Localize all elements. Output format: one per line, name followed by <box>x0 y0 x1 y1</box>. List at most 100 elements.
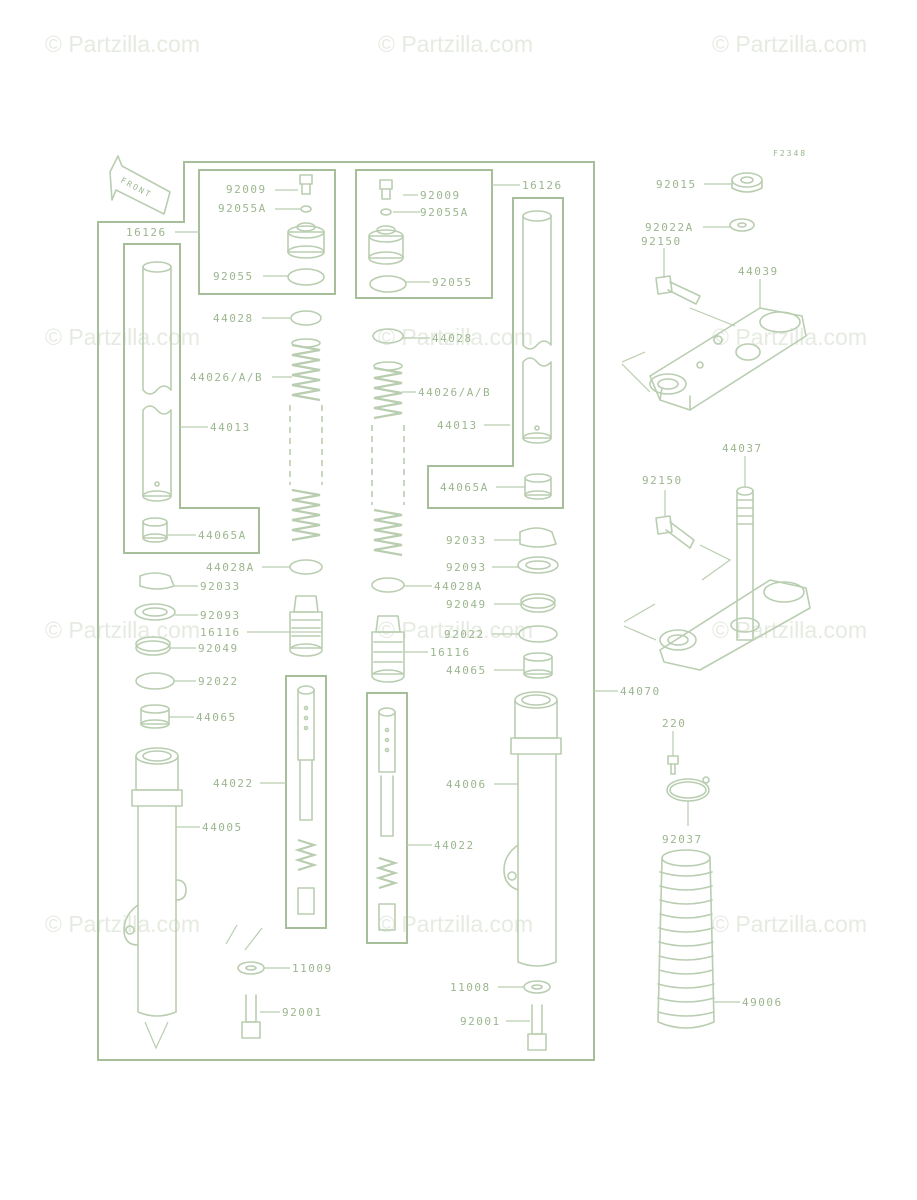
clip-92033-right <box>519 527 557 548</box>
washer-92022A <box>729 218 755 232</box>
label-44022-right: 44022 <box>434 839 475 852</box>
outer-tube-44005 <box>123 747 187 1017</box>
washer-11009 <box>237 961 265 975</box>
fork-assembly-frame <box>97 161 595 1061</box>
label-44013-right: 44013 <box>437 419 478 432</box>
label-92033-left: 92033 <box>200 580 241 593</box>
inner-tube-44013-left <box>142 261 172 502</box>
label-44039: 44039 <box>738 265 779 278</box>
label-92037: 92037 <box>662 833 703 846</box>
label-92009-left: 92009 <box>226 183 267 196</box>
label-16116-right: 16116 <box>430 646 471 659</box>
left-tube-group-box <box>123 243 260 554</box>
fork-cap-right <box>368 225 404 265</box>
bushing-44065A-left <box>142 517 168 543</box>
watermark: © Partzilla.com <box>45 31 200 57</box>
spring-seat-44028A-right <box>371 577 405 593</box>
label-92049-left: 92049 <box>198 642 239 655</box>
label-44028-left: 44028 <box>213 312 254 325</box>
nut-92015 <box>731 172 763 193</box>
cartridge-16116-right <box>371 615 405 683</box>
oring-92055A-left <box>300 205 312 213</box>
label-92022A: 92022A <box>645 221 694 234</box>
bolt-92150-top <box>655 275 701 305</box>
outer-tube-44006 <box>503 691 562 967</box>
spring-seat-44028-right <box>372 328 404 344</box>
watermarks: © Partzilla.com © Partzilla.com © Partzi… <box>45 31 867 937</box>
diagram-code: F2348 <box>773 149 807 158</box>
screw-220 <box>667 755 679 775</box>
part-labels: 16126 92009 92055A 92055 92009 92055A 92… <box>126 178 781 1028</box>
label-11008: 11008 <box>450 981 491 994</box>
watermark: © Partzilla.com <box>712 31 867 57</box>
bolt-92001-left <box>241 994 261 1039</box>
watermark: © Partzilla.com <box>378 324 533 350</box>
right-cap-group-box <box>355 169 493 299</box>
label-44065-right: 44065 <box>446 664 487 677</box>
leader-44037-left <box>623 603 657 641</box>
label-92009-right: 92009 <box>420 189 461 202</box>
oring-92055-right <box>369 275 407 293</box>
front-arrow-icon: FRONT <box>109 155 171 215</box>
leader-44039-left <box>621 351 651 393</box>
label-44026-right: 44026/A/B <box>418 386 491 399</box>
label-44028-right: 44028 <box>432 332 473 345</box>
leader-outer-tube-bottom <box>144 1021 169 1050</box>
label-92055A-right: 92055A <box>420 206 469 219</box>
oring-92055-left <box>287 268 325 286</box>
inner-tube-44013-right <box>522 210 552 444</box>
bushing-44065A-right <box>524 473 552 500</box>
oil-seal-92093-left <box>134 603 176 621</box>
label-44006: 44006 <box>446 778 487 791</box>
label-92150-bottom: 92150 <box>642 474 683 487</box>
label-92093-left: 92093 <box>200 609 241 622</box>
label-92022-right: 92022 <box>444 628 485 641</box>
upper-clamp-44039 <box>649 307 807 411</box>
label-92033-right: 92033 <box>446 534 487 547</box>
label-44065A-left: 44065A <box>198 529 247 542</box>
oil-seal-92093-right <box>517 556 559 574</box>
label-44065A-right: 44065A <box>440 481 489 494</box>
leader-11009 <box>225 924 263 951</box>
label-92150-top: 92150 <box>641 235 682 248</box>
washer-11008 <box>523 980 551 994</box>
label-16126-left: 16126 <box>126 226 167 239</box>
watermark: © Partzilla.com <box>378 31 533 57</box>
washer-92022-left <box>135 672 175 690</box>
bushing-44065-left <box>140 704 170 729</box>
watermark: © Partzilla.com <box>45 617 200 643</box>
label-92093-right: 92093 <box>446 561 487 574</box>
label-92022-left: 92022 <box>198 675 239 688</box>
steering-stem-44037 <box>659 486 811 671</box>
label-92055-right: 92055 <box>432 276 473 289</box>
spring-seat-44028-left <box>290 310 322 326</box>
label-44028A-right: 44028A <box>434 580 483 593</box>
fork-cap-left <box>287 222 325 259</box>
right-damper-group-box <box>366 692 408 944</box>
leader-92150-top <box>689 307 736 327</box>
label-44028A-left: 44028A <box>206 561 255 574</box>
leader-lines <box>167 183 761 1022</box>
label-92055-left: 92055 <box>213 270 254 283</box>
label-220: 220 <box>662 717 686 730</box>
cartridge-16116-left <box>289 595 323 657</box>
damper-rod-44022-right <box>375 707 399 931</box>
bolt-92150-bottom <box>655 515 695 549</box>
watermark: © Partzilla.com <box>45 911 200 937</box>
bolt-92009-right <box>379 179 393 200</box>
label-44070: 44070 <box>620 685 661 698</box>
label-16126-right: 16126 <box>522 179 563 192</box>
label-92015: 92015 <box>656 178 697 191</box>
watermark: © Partzilla.com <box>45 324 200 350</box>
leader-92150-bottom <box>699 544 732 581</box>
label-44065-left: 44065 <box>196 711 237 724</box>
spring-44026-right <box>371 361 405 557</box>
label-92001-left: 92001 <box>282 1006 323 1019</box>
label-92049-right: 92049 <box>446 598 487 611</box>
label-92001-right: 92001 <box>460 1015 501 1028</box>
clamp-92037 <box>666 776 710 802</box>
bolt-92009-left <box>299 174 313 195</box>
watermark: © Partzilla.com <box>712 911 867 937</box>
